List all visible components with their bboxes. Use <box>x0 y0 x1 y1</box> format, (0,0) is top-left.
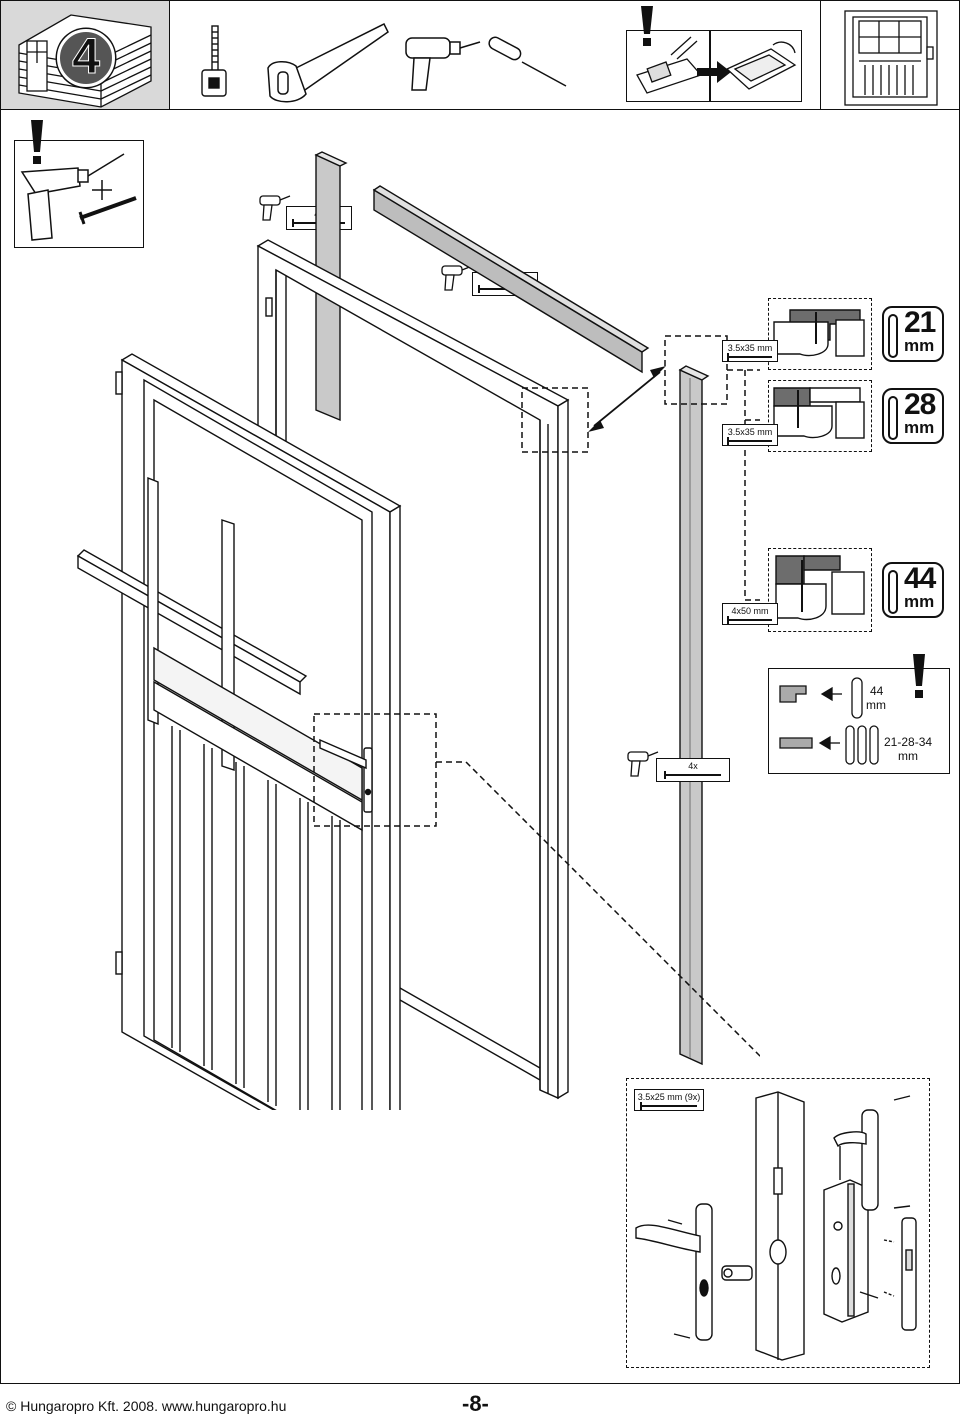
legend-graphics <box>779 677 879 765</box>
thickness-unit: mm <box>904 418 935 437</box>
warning-icon <box>31 120 43 164</box>
legend-single-unit: mm <box>866 698 886 712</box>
screwdriver-icon <box>488 36 567 87</box>
thickness-badge-28: 28 mm <box>882 388 944 444</box>
board-detail-icon <box>725 41 797 90</box>
drill-icon <box>627 751 659 777</box>
thickness-badge-21: 21 mm <box>882 306 944 362</box>
drill-icon <box>259 195 291 221</box>
arrow-right-icon <box>697 61 731 83</box>
screw-tag-side: 4x <box>656 758 730 782</box>
drill-screw-icon <box>20 153 137 241</box>
footer-copyright: © Hungaropro Kft. 2008. www.hungaropro.h… <box>6 1398 287 1414</box>
warning-icon <box>641 6 653 46</box>
thickness-unit: mm <box>904 592 935 611</box>
section-21-drawing <box>773 309 865 357</box>
double-arrow-icon <box>588 366 666 432</box>
thickness-value: 21 <box>904 306 936 339</box>
screw-size: 3.5x35 mm <box>727 343 773 353</box>
drill-icon <box>405 37 481 91</box>
lock-detail-panel <box>626 1078 930 1368</box>
lock-case-icon <box>823 1179 869 1323</box>
legend-multi-unit: mm <box>898 749 918 763</box>
door-assembly-drawing <box>76 151 760 1110</box>
legend-multi-value: 21-28-34 <box>884 735 933 749</box>
paint-panel <box>626 30 802 102</box>
saw-icon <box>267 22 389 103</box>
step-panel: 4 <box>1 1 170 109</box>
door-handle-icon <box>635 1203 713 1341</box>
thickness-badge-44: 44 mm <box>882 562 944 618</box>
thickness-value: 28 <box>904 388 936 421</box>
section-21 <box>768 298 872 370</box>
screw-size: 4x50 mm <box>731 606 769 616</box>
lock-detail-drawing <box>635 1091 917 1361</box>
screw-tag-21: 3.5x35 mm <box>722 340 778 362</box>
lock-cylinder-icon <box>721 1265 753 1281</box>
legend-single-value: 44 <box>870 684 884 698</box>
thickness-unit: mm <box>904 336 935 355</box>
door-thumbnail-panel <box>820 1 959 109</box>
screw-size: 3.5x25 mm (9x) <box>637 1092 701 1102</box>
screw-tag-lock: 3.5x25 mm (9x) <box>634 1089 704 1111</box>
screw-tag-44: 4x50 mm <box>722 603 778 625</box>
door-thumbnail-icon <box>844 10 938 106</box>
drill-icon <box>441 265 473 291</box>
section-44 <box>768 548 872 632</box>
screw-tag-28: 3.5x35 mm <box>722 424 778 446</box>
page-number: -8- <box>462 1391 489 1416</box>
measuring-tape-icon <box>201 25 227 97</box>
step-number: 4 <box>72 28 101 85</box>
section-28 <box>768 380 872 452</box>
screw-size: 3.5x35 mm <box>727 427 773 437</box>
brush-icon <box>636 36 703 94</box>
screw-count: 4x <box>688 761 698 771</box>
section-28-drawing <box>773 387 865 439</box>
section-44-drawing <box>775 555 865 621</box>
step-number-icon <box>57 29 115 87</box>
warning-icon <box>913 654 925 698</box>
thickness-value: 44 <box>904 562 936 595</box>
